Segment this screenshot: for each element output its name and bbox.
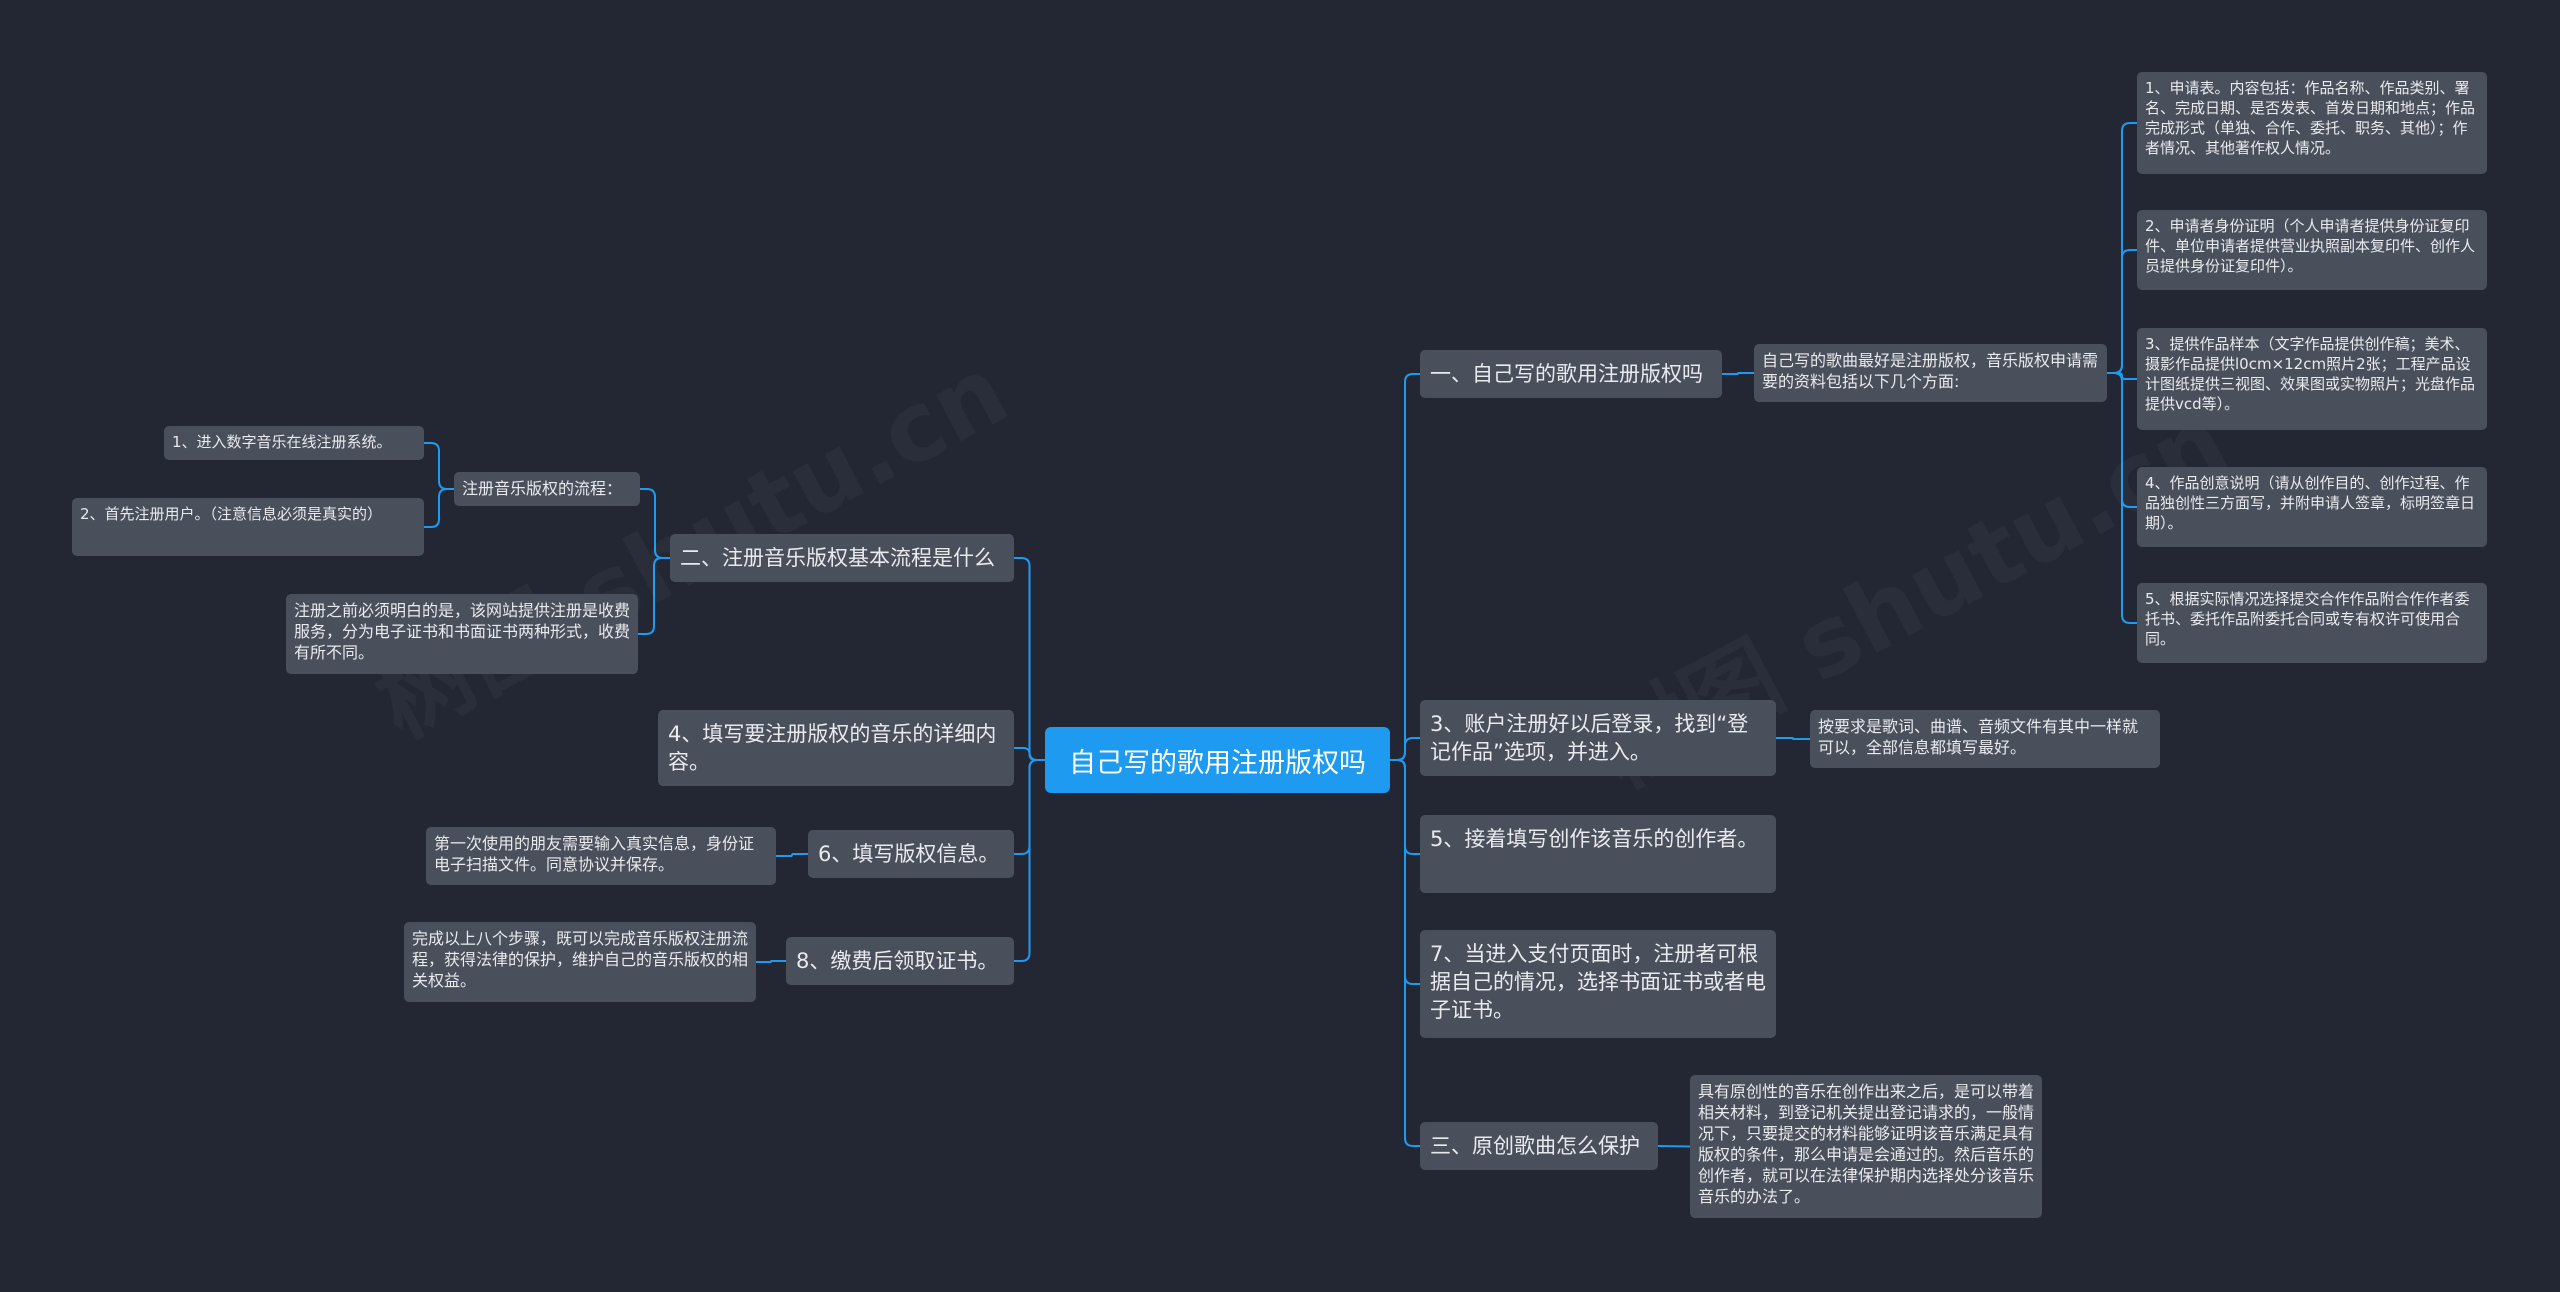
fee-notice[interactable]: 注册之前必须明白的是，该网站提供注册是收费服务，分为电子证书和书面证书两种形式，… [286,594,638,674]
branch-register-copyright[interactable]: 一、自己写的歌用注册版权吗 [1420,350,1722,398]
branch-step-3-login[interactable]: 3、账户注册好以后登录，找到“登记作品”选项，并进入。 [1420,700,1776,776]
connector-line [424,488,454,528]
process-heading[interactable]: 注册音乐版权的流程： [454,472,640,506]
branch-step-5-creator[interactable]: 5、接着填写创作该音乐的创作者。 [1420,815,1776,893]
connector-line [1390,737,1420,761]
material-item-creative-statement[interactable]: 4、作品创意说明（请从创作目的、创作过程、作品独创性三方面写，并附申请人签章，标… [2137,467,2487,547]
branch-protect-song[interactable]: 三、原创歌曲怎么保护 [1420,1122,1658,1170]
branch-step-6-copyright-info[interactable]: 6、填写版权信息。 [808,830,1014,878]
material-item-sample[interactable]: 3、提供作品样本（文字作品提供创作稿；美术、摄影作品提供l0cm×12cm照片2… [2137,328,2487,430]
branch-basic-process[interactable]: 二、注册音乐版权基本流程是什么 [670,534,1014,582]
material-item-contract[interactable]: 5、根据实际情况选择提交合作作品附合作作者委托书、委托作品附委托合同或专有权许可… [2137,583,2487,663]
connector-line [638,557,670,635]
branch-step-7-payment[interactable]: 7、当进入支付页面时，注册者可根据自己的情况，选择书面证书或者电子证书。 [1420,930,1776,1038]
material-item-application-form[interactable]: 1、申请表。内容包括：作品名称、作品类别、署名、完成日期、是否发表、首发日期和地… [2137,72,2487,174]
process-step-register-user[interactable]: 2、首先注册用户。（注意信息必须是真实的） [72,498,424,556]
branch-step-4-details[interactable]: 4、填写要注册版权的音乐的详细内容。 [658,710,1014,786]
upload-requirement-note[interactable]: 按要求是歌词、曲谱、音频文件有其中一样就可以，全部信息都填写最好。 [1810,710,2160,768]
real-info-note[interactable]: 第一次使用的朋友需要输入真实信息，身份证电子扫描文件。同意协议并保存。 [426,827,776,885]
protection-note[interactable]: 具有原创性的音乐在创作出来之后，是可以带着相关材料，到登记机关提出登记请求的，一… [1690,1075,2042,1218]
connector-line [424,442,454,490]
root-topic[interactable]: 自己写的歌用注册版权吗 [1045,727,1390,793]
materials-intro[interactable]: 自己写的歌曲最好是注册版权，音乐版权申请需要的资料包括以下几个方面: [1754,344,2107,402]
material-item-identity[interactable]: 2、申请者身份证明（个人申请者提供身份证复印件、单位申请者提供营业执照副本复印件… [2137,210,2487,290]
connector-line [1390,373,1420,761]
connector-line [1657,1145,1691,1148]
connector-line [1014,759,1045,962]
connector-line [756,960,786,963]
connector-line [2107,372,2137,624]
connector-line [640,488,670,559]
connector-line [1776,737,1810,740]
branch-step-8-certificate[interactable]: 8、缴费后领取证书。 [786,937,1014,985]
process-step-enter-system[interactable]: 1、进入数字音乐在线注册系统。 [164,426,424,460]
connector-line [2107,249,2137,374]
connector-line [1722,372,1754,375]
connector-line [1390,759,1420,1147]
connector-line [1014,557,1045,761]
completion-note[interactable]: 完成以上八个步骤，既可以完成音乐版权注册流程，获得法律的保护，维护自己的音乐版权… [404,922,756,1002]
connector-line [776,853,808,857]
connector-line [1014,747,1045,761]
